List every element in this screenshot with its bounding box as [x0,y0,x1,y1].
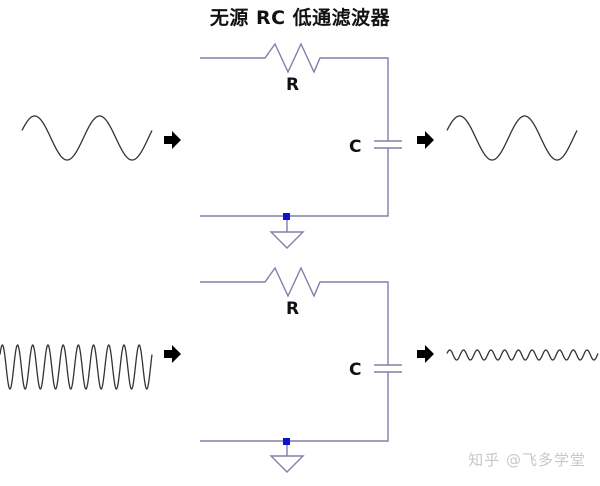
circuit-panel-high-frequency: R C [0,266,599,473]
input-arrow-icon [164,345,181,363]
capacitor-label: C [349,360,361,380]
ground-wire [200,372,389,442]
output-arrow-icon [417,345,434,363]
input-top-wire [200,266,389,365]
output-waveform [446,115,578,161]
ground-wire [200,148,389,217]
input-waveform [21,115,153,161]
resistor-label: R [286,75,299,95]
capacitor-label: C [349,137,361,157]
resistor-label: R [286,299,299,319]
input-waveform [0,344,153,390]
input-top-wire [200,42,389,141]
output-arrow-icon [417,131,434,149]
ground-symbol-icon [269,455,305,473]
ground-symbol-icon [269,231,305,249]
ground-node [283,438,290,445]
ground-node [283,213,290,220]
output-waveform [446,349,599,361]
watermark: 知乎 @飞多学堂 [468,451,586,469]
circuit-panel-low-frequency: R C [21,42,578,249]
input-arrow-icon [164,131,181,149]
diagram-title: 无源 RC 低通滤波器 [209,7,391,29]
